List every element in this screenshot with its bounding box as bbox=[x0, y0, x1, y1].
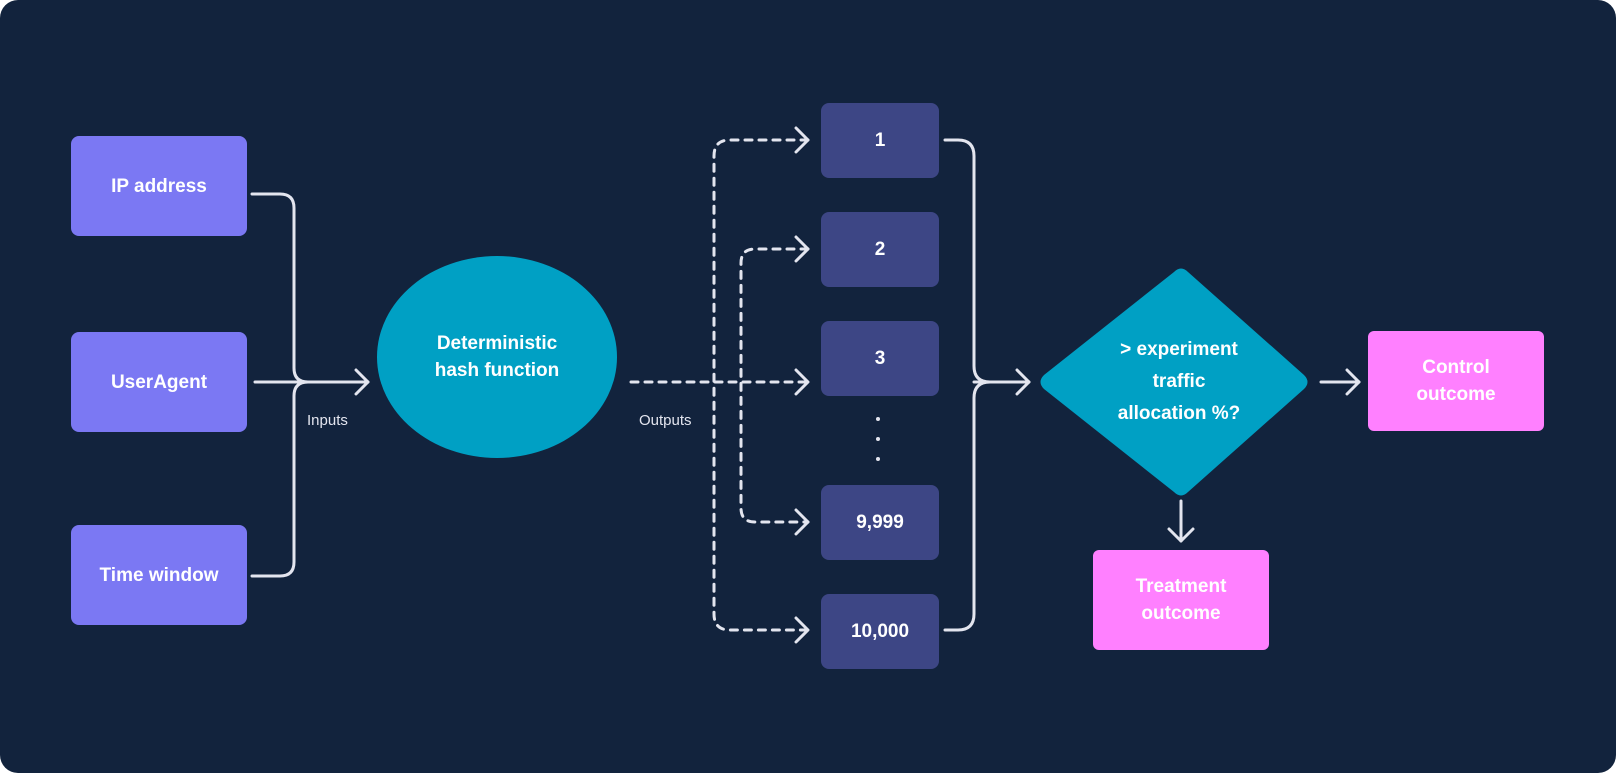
decision-line1: > experiment bbox=[1120, 339, 1238, 360]
decision-diamond bbox=[1040, 268, 1308, 496]
decision-line3: allocation %? bbox=[1117, 403, 1241, 424]
arrowhead-to-3 bbox=[794, 368, 810, 396]
connector-output-10000 bbox=[943, 380, 992, 632]
output-label-10000: 10,000 bbox=[850, 621, 910, 642]
arrowhead-to-1 bbox=[794, 126, 810, 154]
input-time-window-label: Time window bbox=[99, 564, 219, 586]
decision-line2: traffic bbox=[1152, 371, 1206, 392]
hash-function-node: Deterministic hash function bbox=[377, 256, 617, 458]
dashed-to-2 bbox=[739, 247, 810, 524]
inputs-caption: Inputs bbox=[307, 412, 348, 429]
output-label-9999: 9,999 bbox=[856, 512, 904, 533]
dashed-to-1 bbox=[712, 138, 810, 632]
treatment-outcome-line1: Treatment bbox=[1135, 576, 1227, 597]
output-box-1: 1 bbox=[821, 103, 939, 178]
output-box-2: 2 bbox=[821, 212, 939, 287]
output-box-3: 3 bbox=[821, 321, 939, 396]
input-time-window: Time window bbox=[71, 525, 247, 625]
control-outcome-box: Control outcome bbox=[1368, 331, 1544, 431]
arrowhead-to-9999 bbox=[794, 508, 810, 536]
control-outcome-line1: Control bbox=[1422, 357, 1490, 378]
arrowhead-to-hash bbox=[354, 368, 370, 396]
output-label-2: 2 bbox=[874, 239, 886, 260]
arrowhead-to-treatment bbox=[1167, 527, 1195, 543]
arrowhead-to-decision bbox=[1015, 368, 1031, 396]
decision-text: > experiment traffic allocation %? bbox=[1074, 332, 1284, 432]
ellipsis-dot bbox=[876, 457, 880, 461]
connector-ip-address bbox=[250, 192, 310, 384]
connector-time-window bbox=[250, 380, 310, 578]
input-ip-address-label: IP address bbox=[111, 175, 207, 197]
control-outcome-line2: outcome bbox=[1416, 384, 1496, 405]
output-label-3: 3 bbox=[874, 348, 886, 369]
output-box-9999: 9,999 bbox=[821, 485, 939, 560]
outputs-caption: Outputs bbox=[639, 412, 692, 429]
hash-function-line2: hash function bbox=[434, 360, 560, 381]
hash-function-line1: Deterministic bbox=[436, 333, 558, 354]
ellipsis-dot bbox=[876, 417, 880, 421]
arrowhead-to-control bbox=[1345, 368, 1361, 396]
output-box-10000: 10,000 bbox=[821, 594, 939, 669]
output-label-1: 1 bbox=[874, 130, 886, 151]
input-ip-address: IP address bbox=[71, 136, 247, 236]
arrowhead-to-2 bbox=[794, 235, 810, 263]
treatment-outcome-box: Treatment outcome bbox=[1093, 550, 1269, 650]
treatment-outcome-line2: outcome bbox=[1141, 603, 1221, 624]
input-useragent: UserAgent bbox=[71, 332, 247, 432]
input-useragent-label: UserAgent bbox=[110, 371, 208, 393]
ellipsis-dot bbox=[876, 437, 880, 441]
connector-output-1 bbox=[943, 138, 992, 384]
arrowhead-to-10000 bbox=[794, 616, 810, 644]
